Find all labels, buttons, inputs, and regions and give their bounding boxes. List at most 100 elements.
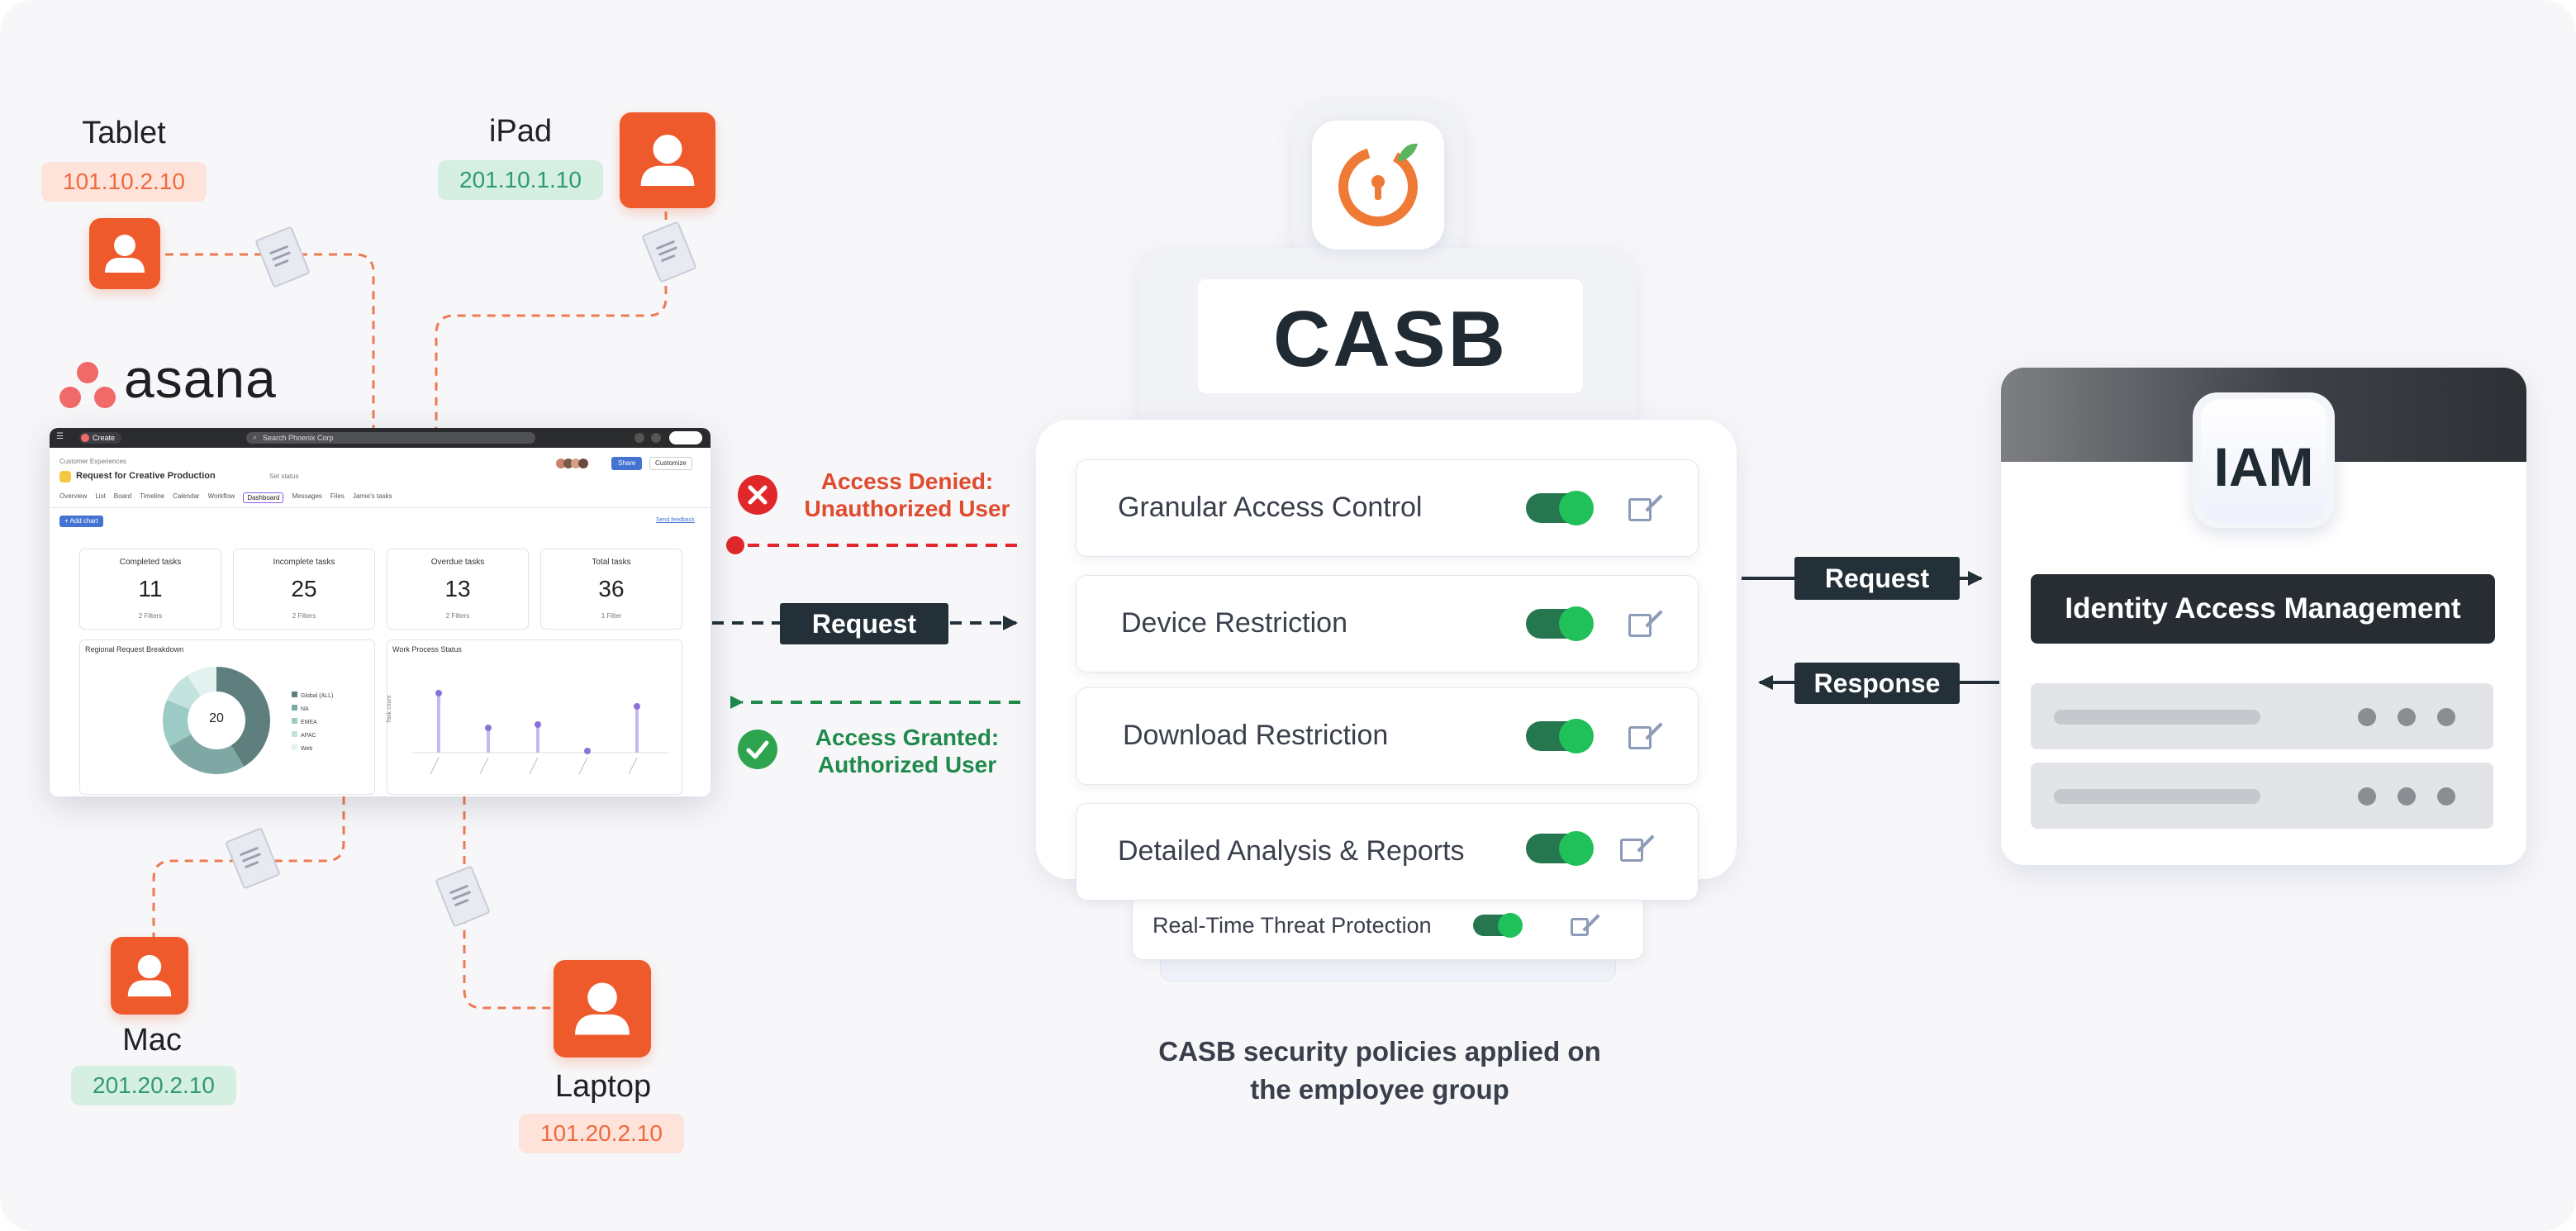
granular-access-toggle[interactable] <box>1526 491 1594 525</box>
donut-legend: Global (ALL) NA EMEA APAC Web <box>292 690 333 756</box>
project-icon <box>59 471 71 482</box>
customize-button[interactable]: Customize <box>649 457 692 470</box>
tab-timeline[interactable]: Timeline <box>140 492 165 500</box>
asana-dashboard-screenshot: ☰ Create Search Phoenix Corp ⌕ Customer … <box>50 428 711 796</box>
work-process-card[interactable]: Work Process Status Task count <box>387 639 682 795</box>
tab-workflow[interactable]: Workflow <box>207 492 235 500</box>
tab-board[interactable]: Board <box>113 492 132 500</box>
ipad-user-icon <box>620 112 715 208</box>
feature-label: Real-Time Threat Protection <box>1153 913 1432 938</box>
mac-user-icon <box>111 937 188 1015</box>
device-ip-tablet: 101.10.2.10 <box>41 162 207 202</box>
set-status[interactable]: Set status <box>269 473 299 480</box>
breadcrumb[interactable]: Customer Experiences <box>59 458 126 465</box>
legend-item: NA <box>292 703 333 716</box>
detailed-analysis-toggle[interactable] <box>1526 831 1594 866</box>
tab-overview[interactable]: Overview <box>59 492 88 500</box>
external-link-icon[interactable] <box>1628 726 1652 749</box>
member-avatars[interactable] <box>555 458 605 469</box>
granted-check-icon <box>738 730 777 769</box>
stat-card-total[interactable]: Total tasks 36 1 Filter <box>540 549 682 630</box>
stat-label: Overdue tasks <box>430 558 485 567</box>
external-link-icon[interactable] <box>1620 839 1643 862</box>
device-name-laptop: Laptop <box>554 1069 652 1104</box>
stat-value: 36 <box>598 576 625 601</box>
threat-protection-toggle[interactable] <box>1473 913 1523 938</box>
denied-x-icon <box>738 475 777 515</box>
iam-title-bar: Identity Access Management <box>2031 574 2495 644</box>
stat-card-incomplete[interactable]: Incomplete tasks 25 2 Filters <box>233 549 375 630</box>
stat-label: Total tasks <box>592 558 631 567</box>
project-title[interactable]: Request for Creative Production <box>76 471 216 481</box>
avatar[interactable] <box>669 431 702 444</box>
device-name-ipad: iPad <box>488 114 553 149</box>
tab-dashboard[interactable]: Dashboard <box>243 492 284 503</box>
menu-icon[interactable]: ☰ <box>56 432 64 441</box>
download-restriction-toggle[interactable] <box>1526 719 1594 753</box>
access-granted-label: Access Granted: Authorized User <box>815 725 1000 777</box>
stat-label: Incomplete tasks <box>273 558 335 567</box>
casb-logo-tile <box>1312 121 1444 250</box>
external-link-icon[interactable] <box>1628 498 1652 521</box>
divider <box>50 507 711 508</box>
device-ip-laptop: 101.20.2.10 <box>519 1114 684 1153</box>
plus-icon <box>81 434 89 442</box>
legend-item: EMEA <box>292 716 333 730</box>
regional-breakdown-card[interactable]: Regional Request Breakdown 20 Global (AL… <box>79 639 375 795</box>
iam-request-label: Request <box>1794 557 1960 600</box>
stat-value: 11 <box>138 576 163 601</box>
stat-filter: 2 Filters <box>292 612 316 620</box>
iam-response-label: Response <box>1794 663 1960 704</box>
device-ip-mac: 201.20.2.10 <box>71 1066 236 1105</box>
casb-caption: CASB security policies applied on the em… <box>1158 1036 1601 1105</box>
tab-calendar[interactable]: Calendar <box>173 492 200 500</box>
iam-server-row <box>2031 763 2493 829</box>
search-input[interactable]: Search Phoenix Corp <box>246 432 535 444</box>
iam-badge-frame: IAM <box>2193 392 2335 528</box>
tablet-user-icon <box>89 218 160 289</box>
casb-lock-logo-icon <box>1338 143 1418 226</box>
legend-item: Global (ALL) <box>292 690 333 703</box>
lollipop-chart <box>412 690 668 775</box>
lollipop-chart-title: Work Process Status <box>392 645 462 654</box>
feature-label: Detailed Analysis & Reports <box>1118 835 1465 867</box>
asana-logo-text: asana <box>124 348 277 409</box>
laptop-wire <box>463 796 552 1010</box>
iam-badge-text: IAM <box>2213 436 2314 497</box>
casb-title-box: CASB <box>1198 279 1583 393</box>
iam-card: IAM Identity Access Management <box>2001 368 2526 865</box>
iam-server-row <box>2031 683 2493 749</box>
lollipop-y-label: Task count <box>387 695 393 724</box>
feature-row-threat-protection: Real-Time Threat Protection <box>1132 894 1644 960</box>
stat-value: 25 <box>291 576 317 601</box>
tab-jamies-tasks[interactable]: Jamie's tasks <box>352 492 392 500</box>
feature-label: Device Restriction <box>1121 607 1347 639</box>
tab-messages[interactable]: Messages <box>292 492 322 500</box>
stat-label: Completed tasks <box>119 558 182 567</box>
legend-item: Web <box>292 743 333 756</box>
device-ip-ipad: 201.10.1.10 <box>438 160 603 200</box>
device-restriction-toggle[interactable] <box>1526 606 1594 641</box>
tab-list[interactable]: List <box>95 492 106 500</box>
external-link-icon[interactable] <box>1628 614 1652 637</box>
stat-card-completed[interactable]: Completed tasks 11 2 Filters <box>79 549 221 630</box>
device-name-mac: Mac <box>122 1023 182 1058</box>
send-feedback-link[interactable]: Send feedback <box>656 517 695 523</box>
help-icon[interactable] <box>634 433 644 443</box>
stat-filter: 2 Filters <box>445 612 470 620</box>
stat-card-overdue[interactable]: Overdue tasks 13 2 Filters <box>387 549 529 630</box>
tab-files[interactable]: Files <box>330 492 345 500</box>
add-chart-button[interactable]: + Add chart <box>59 516 103 527</box>
donut-chart <box>163 667 270 774</box>
access-denied-label: Access Denied: Unauthorized User <box>804 468 1010 521</box>
notification-icon[interactable] <box>651 433 661 443</box>
create-button[interactable]: Create <box>79 432 122 444</box>
legend-item: APAC <box>292 730 333 743</box>
feature-label: Download Restriction <box>1123 720 1389 751</box>
share-button[interactable]: Share <box>611 457 643 470</box>
search-icon: ⌕ <box>253 433 258 441</box>
device-name-tablet: Tablet <box>82 116 166 150</box>
feature-label: Granular Access Control <box>1118 492 1423 523</box>
external-link-icon[interactable] <box>1571 918 1589 936</box>
